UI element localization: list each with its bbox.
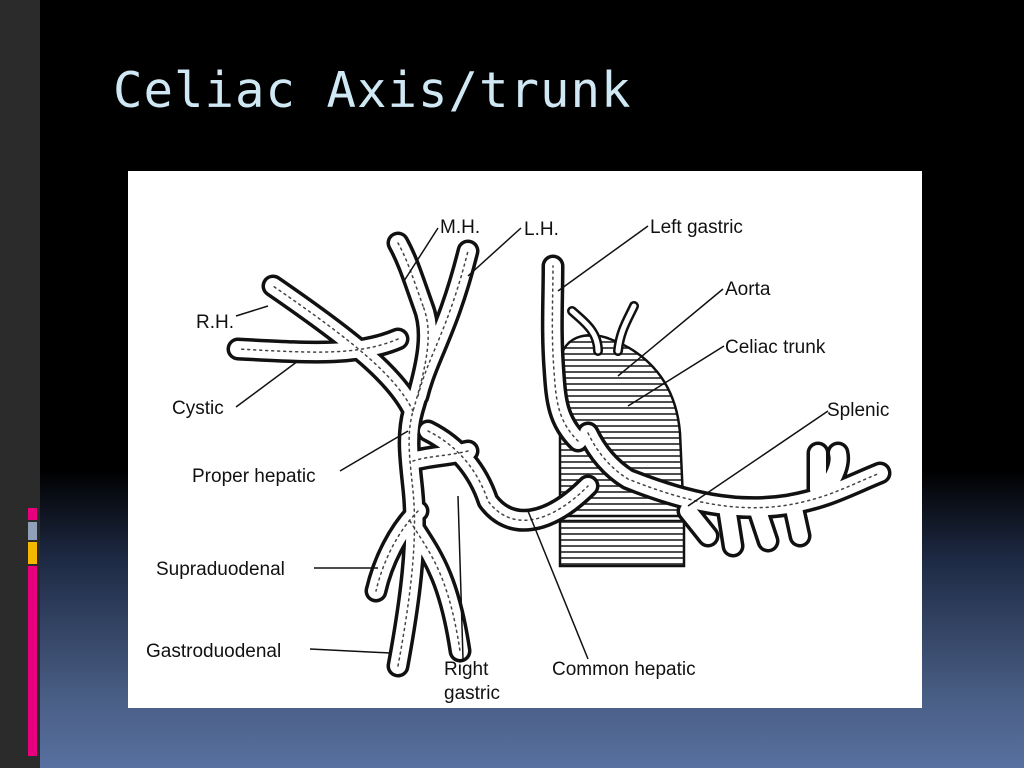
label-common-hepatic: Common hepatic — [552, 659, 696, 680]
label-right-gastric-line1: Right — [444, 659, 489, 680]
label-splenic: Splenic — [827, 400, 889, 421]
label-celiac-trunk: Celiac trunk — [725, 337, 826, 358]
leader-lines — [235, 225, 829, 660]
label-gastroduodenal: Gastroduodenal — [146, 641, 281, 662]
slide-title: Celiac Axis/trunk — [113, 62, 632, 119]
label-lh: L.H. — [524, 219, 559, 240]
accent-block-pink — [28, 566, 37, 756]
diagram-canvas: M.H. L.H. Left gastric Aorta Celiac trun… — [146, 217, 892, 704]
aorta-vessel — [558, 301, 686, 568]
label-proper-hepatic: Proper hepatic — [192, 466, 316, 487]
label-right-gastric-line2: gastric — [444, 683, 500, 704]
label-rh: R.H. — [196, 312, 234, 333]
label-supraduodenal: Supraduodenal — [156, 559, 285, 580]
accent-block-gray — [28, 522, 37, 540]
hepatic-arteries — [226, 231, 892, 678]
celiac-trunk-diagram: M.H. L.H. Left gastric Aorta Celiac trun… — [128, 171, 922, 708]
label-left-gastric: Left gastric — [650, 217, 743, 238]
label-cystic: Cystic — [172, 398, 224, 419]
label-mh: M.H. — [440, 217, 480, 238]
accent-strip — [28, 508, 37, 756]
accent-block-yellow — [28, 542, 37, 564]
accent-block-pink-top — [28, 508, 37, 520]
label-aorta: Aorta — [725, 279, 771, 300]
